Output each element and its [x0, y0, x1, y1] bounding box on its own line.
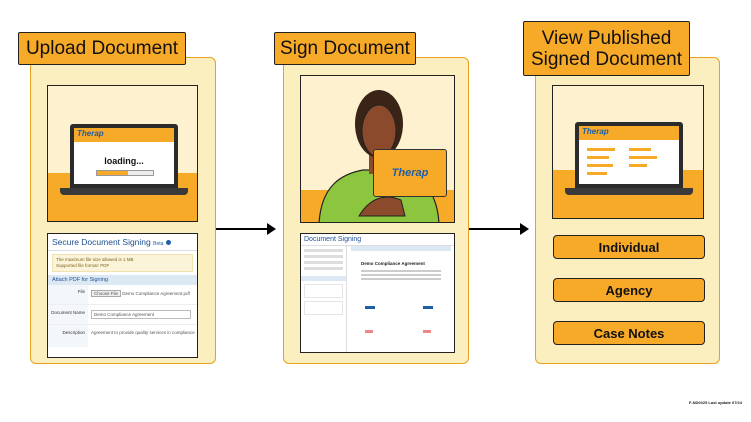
sign-document-preview: Demo Compliance Agreement — [351, 246, 451, 349]
file-row: File Choose File Demo Compliance Agreeme… — [48, 285, 197, 305]
therap-header-bar: Therap — [579, 126, 679, 140]
date-field[interactable] — [423, 330, 431, 333]
upload-form-screenshot: Secure Document Signing Beta The maximum… — [47, 233, 198, 358]
laptop-screen: Therap loading... — [70, 124, 178, 188]
menu-link — [629, 148, 651, 151]
text-line — [361, 270, 441, 272]
date-field[interactable] — [365, 330, 373, 333]
beta-tag: Beta — [153, 241, 164, 247]
view-step-title: View Published Signed Document — [523, 21, 690, 76]
signer-row — [304, 301, 343, 315]
table-header-band — [301, 276, 346, 281]
text-line — [304, 261, 343, 264]
menu-link — [587, 156, 609, 159]
description-label: Description — [48, 325, 88, 347]
file-label: File — [48, 285, 88, 304]
menu-link — [629, 164, 647, 167]
laptop-base — [565, 188, 693, 195]
individual-option[interactable]: Individual — [553, 235, 705, 259]
flow-arrow-upload-to-sign — [216, 223, 276, 235]
loading-progress-fill — [97, 171, 128, 175]
therap-logo: Therap — [582, 127, 609, 136]
form-heading: Secure Document Signing Beta — [48, 234, 197, 251]
text-line — [304, 249, 343, 252]
notice-box: The maximum file size allowed is 1 MB Su… — [52, 254, 193, 272]
sign-step-title: Sign Document — [274, 32, 416, 65]
chosen-file-name: Demo Compliance Agreement.pdf — [122, 291, 190, 296]
upload-laptop-scene: Therap loading... — [47, 85, 198, 222]
description-input[interactable]: Agreement to provide quality services in… — [91, 330, 196, 335]
menu-link — [587, 164, 613, 167]
text-line — [361, 274, 441, 276]
person-signing-illustration — [318, 90, 440, 222]
text-line — [304, 255, 343, 258]
notice-item: The maximum file size allowed is 1 MB — [56, 257, 134, 262]
laptop-base — [60, 188, 188, 195]
document-name-row: Document Name Demo Compliance Agreement — [48, 305, 197, 325]
view-laptop-scene: Therap — [552, 85, 704, 219]
sign-left-panel — [301, 246, 347, 352]
sign-form-heading: Document Signing — [301, 234, 454, 246]
text-line — [304, 267, 343, 270]
arm-shape — [358, 196, 406, 217]
form-heading-text: Secure Document Signing — [52, 237, 151, 247]
document-name-input-wrap: Demo Compliance Agreement — [88, 305, 194, 324]
menu-link — [587, 148, 615, 151]
document-name-label: Document Name — [48, 305, 88, 324]
preview-document-title: Demo Compliance Agreement — [361, 261, 425, 266]
laptop-back: Therap — [373, 149, 447, 197]
section-title: Attach PDF for Signing — [48, 275, 197, 285]
signer-row — [304, 284, 343, 298]
loading-progress-bar — [96, 170, 154, 176]
laptop-screen: Therap — [575, 122, 683, 188]
agency-option[interactable]: Agency — [553, 278, 705, 302]
text-line — [361, 278, 441, 280]
signature-field[interactable] — [365, 306, 375, 309]
document-name-input[interactable]: Demo Compliance Agreement — [91, 310, 191, 319]
signature-field[interactable] — [423, 306, 433, 309]
footnote: F-ND0025 Last update 07/24 — [688, 400, 742, 405]
upload-step-title: Upload Document — [18, 32, 186, 65]
therap-header-bar: Therap — [74, 128, 174, 142]
preview-header-band — [351, 246, 451, 251]
notice-item: Supported file format: PDF — [56, 263, 110, 268]
choose-file-button[interactable]: Choose File — [91, 290, 122, 297]
signing-form-screenshot: Document Signing Demo Compliance Agreeme… — [300, 233, 455, 353]
file-field: Choose File Demo Compliance Agreement.pd… — [88, 285, 193, 304]
flow-arrow-sign-to-view — [469, 223, 529, 235]
loading-text: loading... — [104, 156, 144, 166]
description-row: Description Agreement to provide quality… — [48, 325, 197, 347]
therap-logo: Therap — [391, 167, 429, 179]
sign-person-scene: Therap — [300, 75, 455, 223]
case-notes-option[interactable]: Case Notes — [553, 321, 705, 345]
therap-logo: Therap — [77, 129, 104, 138]
menu-link — [629, 156, 657, 159]
menu-link — [587, 172, 607, 175]
info-icon — [165, 240, 171, 246]
